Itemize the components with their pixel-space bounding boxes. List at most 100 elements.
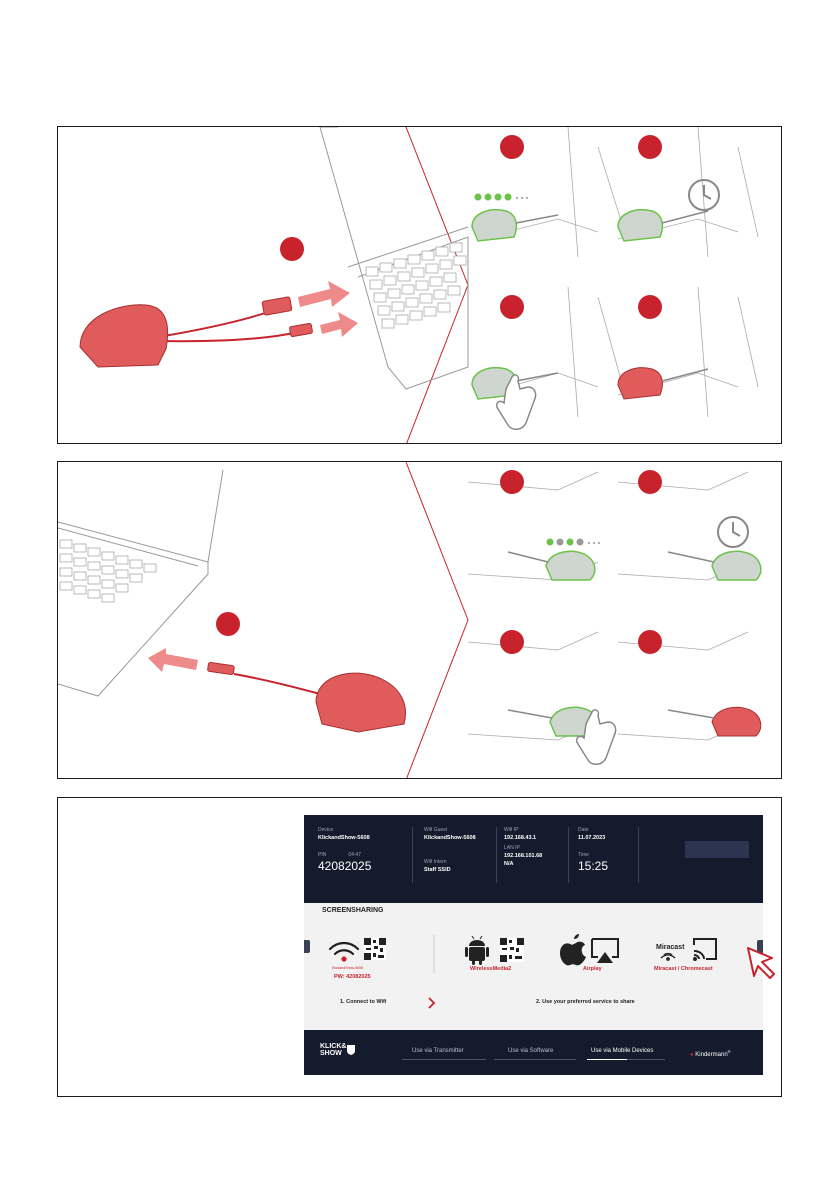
- wifi-intern-value: Staff SSID: [424, 867, 451, 873]
- illustration-usb-a-connection: [79, 127, 759, 443]
- step-badge: [216, 612, 240, 636]
- screen-bottom-bar: KLICK&SHOW Use via Transmitter Use via S…: [304, 1030, 763, 1075]
- scroll-right-arrow[interactable]: [757, 940, 763, 953]
- service-cast-label: Miracast / Chromecast: [654, 966, 713, 972]
- logo-line-2: SHOW: [320, 1050, 342, 1057]
- klickandshow-dongle: [315, 672, 406, 733]
- android-icon: [465, 935, 489, 965]
- laptop-illustration: [58, 469, 224, 697]
- hand-press-icon: [575, 709, 617, 765]
- dongle-ready: [617, 209, 664, 242]
- service-android-label: WirelessMedia2: [470, 966, 512, 972]
- apple-icon: [560, 934, 586, 966]
- time-value: 15:25: [578, 859, 609, 873]
- tab-use-via-transmitter[interactable]: Use via Transmitter: [412, 1048, 464, 1054]
- date-value: 11.07.2023: [578, 835, 606, 841]
- laptop-keyboard: [365, 242, 467, 329]
- lan-ip-label: LAN IP: [504, 845, 520, 851]
- arrow-icon: [298, 281, 350, 307]
- clock-icon: [688, 179, 720, 211]
- pairing-leds: [474, 193, 528, 201]
- step-badge: [500, 470, 524, 494]
- divider: [412, 827, 413, 883]
- panel-step-2-usb-c: [57, 461, 782, 779]
- screensharing-title: SCREENSHARING: [322, 907, 384, 914]
- laptop-illustration: [319, 127, 469, 390]
- divider: [638, 827, 639, 883]
- pin-timer: 04:47: [348, 852, 361, 858]
- kindermann-brand: ● Kindermann®: [690, 1049, 731, 1058]
- step-badge: [280, 237, 304, 261]
- lan-ip-value: 192.168.101.68: [504, 853, 543, 859]
- wifi-ip-value: 192.168.43.1: [504, 835, 537, 841]
- miracast-text: Miracast: [656, 944, 685, 951]
- top-right-button[interactable]: [685, 841, 749, 858]
- wifi-guest-label: Wifi Guest: [424, 827, 448, 833]
- step-arrow-icon: [428, 997, 436, 1009]
- device-value: KlickandShow-5608: [318, 835, 370, 841]
- qr-code-icon: [364, 938, 386, 960]
- qr-code-icon: [500, 938, 524, 962]
- miracast-wave-icon: [660, 952, 676, 961]
- step-badge: [500, 135, 524, 159]
- step-2-label: 2. Use your preferred service to share: [536, 999, 635, 1005]
- usb-c-connector: [289, 322, 313, 338]
- arrow-icon: [320, 312, 358, 337]
- tab-underline: [402, 1059, 486, 1060]
- brand-name: Kindermann: [695, 1052, 728, 1058]
- service-icons: Miracast: [328, 934, 717, 1009]
- dongle-sharing: [617, 367, 663, 400]
- klickandshow-dongle: [79, 304, 169, 368]
- airplay-icon: [591, 938, 619, 963]
- dongle-pairing: [471, 209, 518, 242]
- illustration-usb-c-connection: [58, 462, 762, 778]
- cast-icon: [693, 938, 717, 961]
- step-badge: [638, 295, 662, 319]
- tab-use-via-mobile-devices[interactable]: Use via Mobile Devices: [591, 1048, 654, 1054]
- tab-use-via-software[interactable]: Use via Software: [508, 1048, 554, 1054]
- pin-label: PIN: [318, 852, 327, 858]
- logo-line-1: KLICK&: [320, 1043, 347, 1050]
- tab-underline: [494, 1059, 576, 1060]
- pairing-leds: [546, 538, 600, 546]
- pin-label-row: PIN 04:47: [318, 852, 371, 859]
- step-badge: [500, 630, 524, 654]
- wifi-dot-icon: [341, 956, 347, 962]
- tab-underline-active: [587, 1059, 627, 1060]
- usb-a-connector: [261, 296, 293, 316]
- brand-mark-icon: ●: [690, 1052, 694, 1058]
- cursor-icon: [747, 947, 775, 979]
- wifi-guest-value: KlickandShow-5608: [424, 835, 476, 841]
- step-badge: [638, 470, 662, 494]
- panel-step-1-usb-a: [57, 126, 782, 444]
- wifi-password: PW: 42082025: [334, 974, 371, 980]
- wifi-info: Wifi Guest KlickandShow-5608 Wifi Intern…: [424, 827, 476, 874]
- step-1-label: 1. Connect to Wifi: [340, 999, 387, 1005]
- dongle-sharing: [711, 706, 762, 737]
- pin-value: 42082025: [318, 859, 372, 873]
- step-badge: [638, 135, 662, 159]
- divider: [568, 827, 569, 883]
- wifi-intern-label: Wifi Intern: [424, 859, 447, 865]
- date-time-info: Date 11.07.2023 Time 15:25: [578, 827, 608, 873]
- logo-shield-icon: [347, 1045, 355, 1055]
- hand-press-icon: [495, 374, 537, 430]
- laptop-keyboard: [59, 539, 157, 603]
- wifi-ip-label: Wifi IP: [504, 827, 519, 833]
- usb-c-connector: [207, 661, 235, 676]
- scroll-left-arrow[interactable]: [304, 940, 310, 953]
- time-label: Time: [578, 852, 589, 858]
- lan-extra-value: N/A: [504, 861, 514, 867]
- date-label: Date: [578, 827, 589, 833]
- step-badge: [638, 630, 662, 654]
- service-apple-label: Airplay: [583, 966, 602, 972]
- divider: [496, 827, 497, 883]
- klickandshow-logo: KLICK&SHOW: [320, 1043, 346, 1057]
- dongle-ready: [711, 550, 762, 581]
- wifi-ssid-small: KlickandShow-5608: [332, 966, 363, 970]
- arrow-icon: [148, 648, 198, 672]
